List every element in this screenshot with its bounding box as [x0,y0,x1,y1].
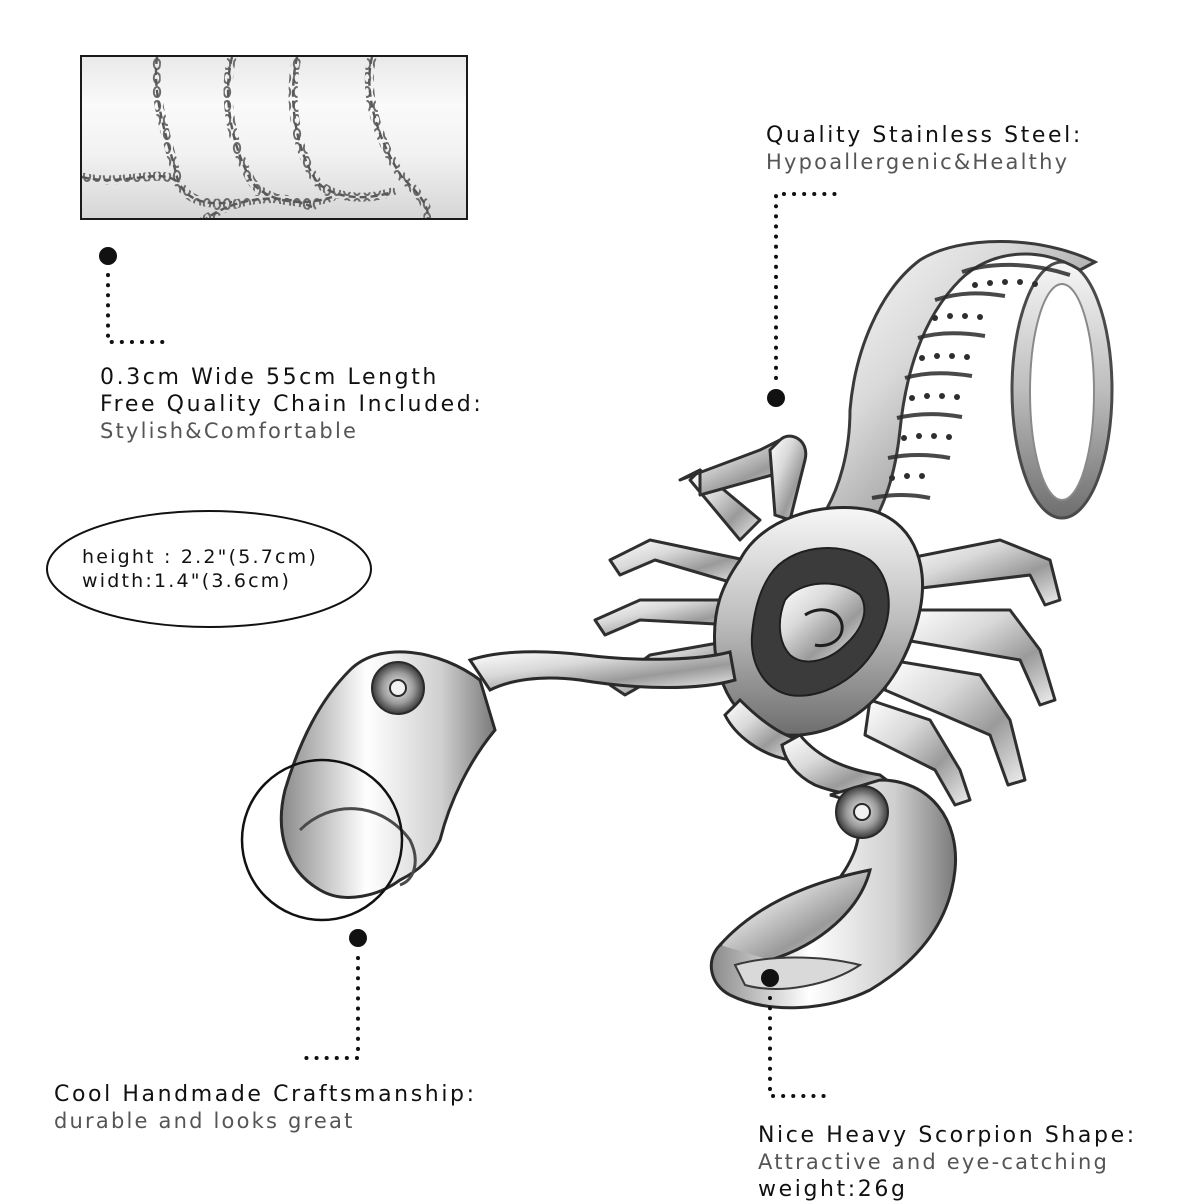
scorpion-left-claw [279,650,737,899]
dimensions-label: height : 2.2"(5.7cm) width:1.4"(3.6cm) [82,545,318,593]
chain-callout-title-line1: 0.3cm Wide 55cm Length [100,365,439,390]
chain-callout-dot [99,247,117,265]
chain-callout: 0.3cm Wide 55cm Length Free Quality Chai… [100,364,483,445]
shape-callout-weight: weight:26g [758,1177,908,1202]
shape-callout-desc: Attractive and eye-catching [758,1150,1110,1174]
craft-callout-desc: durable and looks great [54,1109,355,1133]
steel-callout: Quality Stainless Steel: Hypoallergenic&… [766,122,1083,176]
chain-illustration [82,57,433,218]
chain-callout-desc: Stylish&Comfortable [100,419,359,443]
shape-callout: Nice Heavy Scorpion Shape: Attractive an… [758,1122,1137,1203]
chain-callout-title-line2: Free Quality Chain Included: [100,392,484,417]
steel-callout-dot [767,389,785,407]
scorpion-right-claw [709,733,958,1010]
scorpion-head-feelers [768,434,808,522]
callout-markers [99,247,785,987]
craft-callout: Cool Handmade Craftsmanship: durable and… [54,1081,477,1135]
shape-callout-title: Nice Heavy Scorpion Shape: [758,1123,1137,1148]
steel-callout-desc: Hypoallergenic&Healthy [766,150,1070,174]
craft-callout-title: Cool Handmade Craftsmanship: [54,1082,477,1107]
dimension-height: height : 2.2"(5.7cm) [82,546,318,568]
scorpion-body [712,505,925,762]
craftsmanship-zoom-circle [240,758,404,922]
scorpion-legs-right [863,538,1062,807]
chain-closeup-image [80,55,468,220]
pendant-bail-ring [1010,260,1114,520]
shape-callout-dot [761,969,779,987]
steel-callout-title: Quality Stainless Steel: [766,123,1083,148]
scorpion-pendant [279,240,1114,1010]
callout-leader-lines [106,192,842,1098]
dimension-width: width:1.4"(3.6cm) [82,570,292,592]
dimension-ellipse [46,510,372,628]
craft-callout-dot [349,929,367,947]
